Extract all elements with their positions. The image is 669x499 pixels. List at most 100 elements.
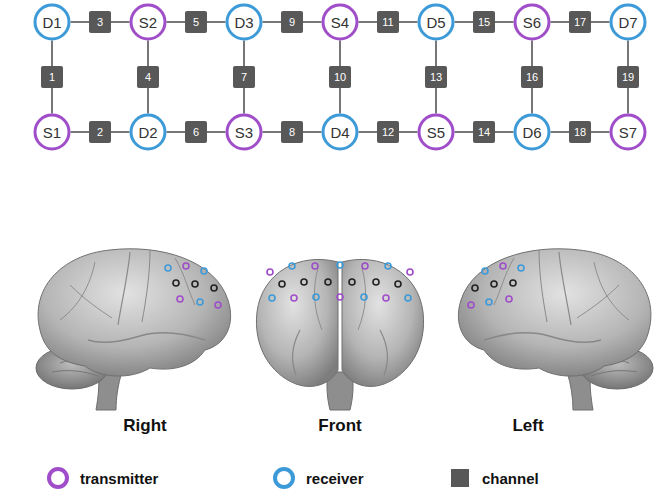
channel-line [111, 131, 130, 133]
channel-line [263, 21, 282, 23]
legend-swatch [448, 466, 472, 490]
channel-line [167, 131, 186, 133]
channel-line [243, 88, 245, 114]
channel-line [147, 88, 149, 114]
channel-line [359, 131, 378, 133]
channel-number: 8 [289, 127, 295, 138]
transmitter-optode: S7 [609, 113, 647, 151]
channel-line [207, 131, 226, 133]
channel-line [71, 21, 90, 23]
legend-swatch [272, 466, 296, 490]
channel-line [111, 21, 130, 23]
transmitter-optode: S6 [513, 3, 551, 41]
optode-ring [611, 115, 645, 149]
legend-text: receiver [306, 470, 364, 487]
optode-ring [35, 5, 69, 39]
optode-label: S6 [523, 15, 541, 30]
channel-line [303, 21, 322, 23]
channel-line [591, 21, 610, 23]
optode-ring [131, 5, 165, 39]
optode-ring [515, 115, 549, 149]
channel-box: 13 [425, 66, 447, 88]
optode-ring [323, 115, 357, 149]
channel-box: 3 [89, 11, 111, 33]
channel-box: 16 [521, 66, 543, 88]
optode-label: D4 [330, 125, 349, 140]
channel-line [435, 41, 437, 67]
channel-box: 8 [281, 121, 303, 143]
legend-swatch [49, 469, 67, 487]
optode-label: D3 [234, 15, 253, 30]
optode-ring [515, 5, 549, 39]
optode-ring [323, 5, 357, 39]
channel-number: 15 [478, 17, 490, 28]
channel-line [399, 131, 418, 133]
transmitter-optode: S2 [129, 3, 167, 41]
channel-line [51, 88, 53, 114]
optode-label: S2 [139, 15, 157, 30]
optode-ring [227, 115, 261, 149]
optode-label: D5 [426, 15, 445, 30]
view-label: Right [123, 416, 166, 436]
receiver-optode: D6 [513, 113, 551, 151]
channel-box: 14 [473, 121, 495, 143]
channel-line [207, 21, 226, 23]
transmitter-optode: S4 [321, 3, 359, 41]
channel-number: 17 [574, 17, 586, 28]
channel-number: 13 [430, 72, 442, 83]
channel-box: 9 [281, 11, 303, 33]
channel-number: 10 [334, 72, 346, 83]
legend-swatch [451, 469, 469, 487]
view-label: Left [512, 416, 543, 436]
channel-line [551, 21, 570, 23]
channel-line [167, 21, 186, 23]
transmitter-optode: S5 [417, 113, 455, 151]
channel-line [531, 41, 533, 67]
channel-line [455, 21, 474, 23]
optode-label: S5 [427, 125, 445, 140]
optode-label: S7 [619, 125, 637, 140]
channel-line [243, 41, 245, 67]
transmitter-optode: S1 [33, 113, 71, 151]
legend-item: channel [448, 466, 539, 490]
channel-box: 17 [569, 11, 591, 33]
legend-text: channel [482, 470, 539, 487]
legend-item: transmitter [46, 466, 158, 490]
optode-label: D6 [522, 125, 541, 140]
channel-line [339, 41, 341, 67]
legend-text: transmitter [80, 470, 158, 487]
view-label: Front [318, 416, 361, 436]
legend-swatch [275, 469, 293, 487]
optode-label: S3 [235, 125, 253, 140]
optode-label: S1 [43, 125, 61, 140]
optode-ring [131, 115, 165, 149]
channel-number: 18 [574, 127, 586, 138]
optode-label: S4 [331, 15, 349, 30]
receiver-optode: D2 [129, 113, 167, 151]
channel-number: 14 [478, 127, 490, 138]
channel-line [51, 41, 53, 67]
channel-box: 10 [329, 66, 351, 88]
channel-box: 5 [185, 11, 207, 33]
channel-number: 19 [622, 72, 634, 83]
receiver-optode: D1 [33, 3, 71, 41]
channel-line [455, 131, 474, 133]
legend-item: receiver [272, 466, 364, 490]
channel-line [263, 131, 282, 133]
channel-number: 2 [97, 127, 103, 138]
channel-box: 6 [185, 121, 207, 143]
channel-box: 19 [617, 66, 639, 88]
channel-line [359, 21, 378, 23]
channel-number: 3 [97, 17, 103, 28]
transmitter-optode: S3 [225, 113, 263, 151]
channel-number: 4 [145, 72, 151, 83]
channel-box: 12 [377, 121, 399, 143]
channel-box: 1 [41, 66, 63, 88]
channel-box: 15 [473, 11, 495, 33]
channel-line [147, 41, 149, 67]
channel-box: 2 [89, 121, 111, 143]
channel-line [495, 131, 514, 133]
receiver-optode: D7 [609, 3, 647, 41]
receiver-optode: D4 [321, 113, 359, 151]
channel-line [551, 131, 570, 133]
